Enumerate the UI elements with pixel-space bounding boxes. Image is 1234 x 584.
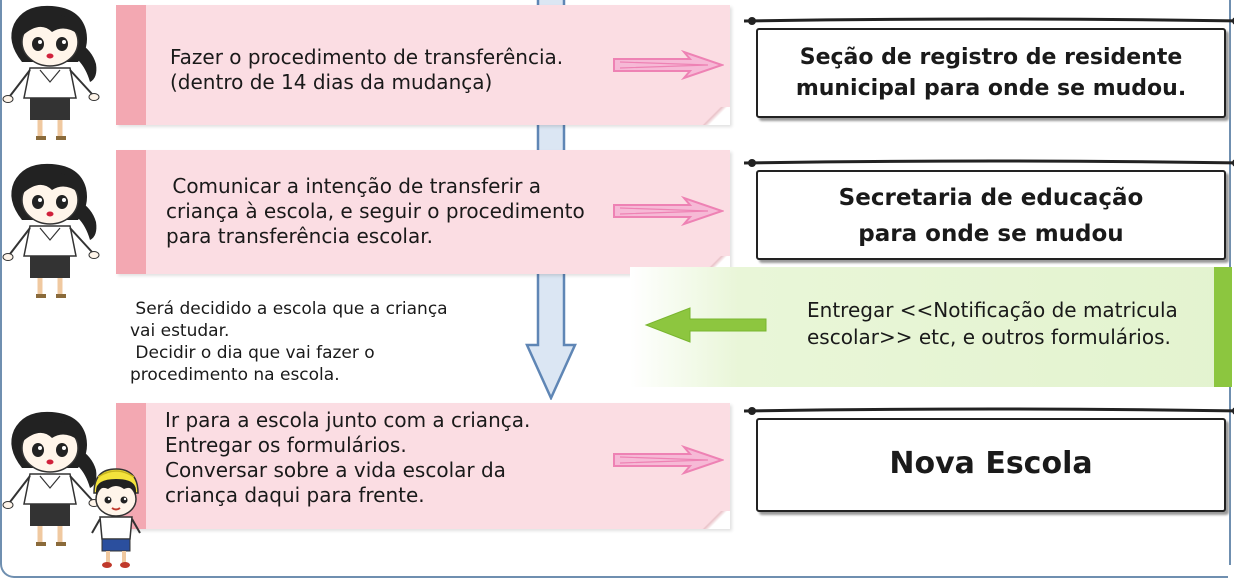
destination-2-label: Secretaria de educação para onde se mudo…	[838, 185, 1144, 247]
note-bar	[1214, 267, 1232, 387]
note-bar	[116, 150, 146, 274]
step-2-action: Comunicar a intenção de transferir a cri…	[166, 174, 585, 248]
step-1-action: Fazer o procedimento de transferência. (…	[170, 45, 564, 94]
page-curl	[694, 511, 730, 529]
destination-3-label: Nova Escola	[889, 446, 1093, 481]
destination-scroll-1: Seção de registro de residente municipal…	[744, 17, 1234, 118]
destination-scroll-3: Nova Escola	[744, 407, 1234, 512]
pink-right-arrow-icon	[613, 196, 724, 226]
mother-figure-icon	[2, 163, 100, 298]
destination-scroll-2: Secretaria de educação para onde se mudo…	[744, 159, 1234, 260]
mother-figure-icon	[2, 5, 100, 140]
step-3-action: Ir para a escola junto com a criança. En…	[165, 408, 531, 507]
green-left-arrow-icon	[644, 307, 767, 343]
page-curl	[694, 107, 730, 125]
scroll-rod	[744, 159, 1234, 167]
scroll-rod	[744, 17, 1234, 25]
note-bar	[116, 5, 146, 125]
mother-figure-icon	[2, 411, 100, 546]
scroll-rod	[744, 407, 1234, 415]
destination-1-label: Seção de registro de residente municipal…	[795, 45, 1187, 101]
pink-right-arrow-icon	[613, 50, 724, 80]
child-figure-icon	[91, 468, 141, 568]
decision-note: Será decidido a escola que a criança vai…	[130, 299, 448, 385]
pink-right-arrow-icon	[613, 445, 724, 475]
delivery-note-text: Entregar <<Notificação de matricula esco…	[807, 298, 1178, 349]
